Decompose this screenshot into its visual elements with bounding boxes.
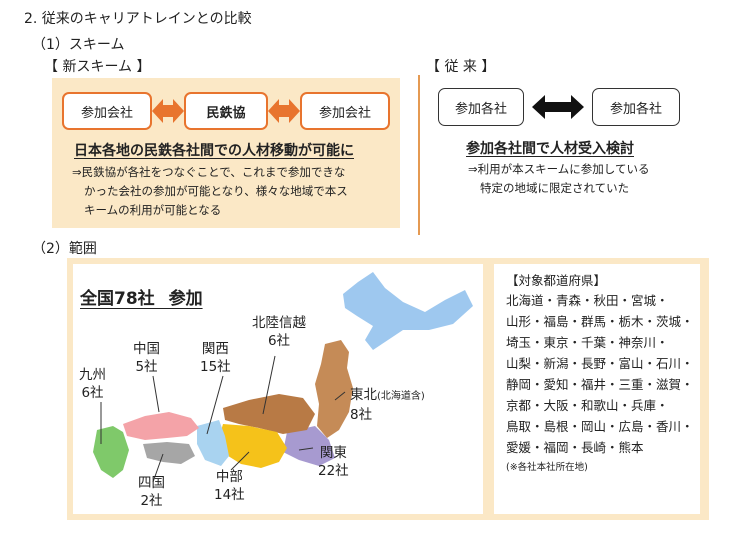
mintetsukyo-box: 民鉄協	[184, 92, 268, 130]
region-label-tohoku: 東北(北海道含) 8社	[350, 387, 425, 423]
japan-map	[93, 272, 473, 483]
prefecture-list-box: 【対象都道府県】 北海道・青森・秋田・宮城・ 山形・福島・群馬・栃木・茨城・ 埼…	[494, 264, 700, 514]
new-scheme-body-2: かった会社の参加が可能となり、様々な地域で本ス	[84, 184, 348, 198]
prefecture-line: 静岡・愛知・福井・三重・滋賀・	[506, 377, 694, 392]
callout-line	[298, 447, 314, 451]
prefecture-line: 愛媛・福岡・長崎・熊本	[506, 440, 644, 455]
map-region-tohoku	[315, 340, 353, 438]
participant-box-left: 参加会社	[62, 92, 152, 130]
prefecture-line: 埼玉・東京・千葉・神奈川・	[506, 335, 669, 350]
section-scheme-title: （1）スキーム	[32, 37, 125, 53]
map-region-kanto	[283, 426, 335, 466]
prefecture-line: 山形・福島・群馬・栃木・茨城・	[506, 314, 694, 329]
callout-line	[230, 451, 250, 471]
new-scheme-body-3: キームの利用が可能となる	[84, 203, 222, 217]
map-region-kyushu	[93, 426, 129, 478]
participant-box-right: 参加各社	[592, 88, 680, 126]
old-scheme-heading: 参加各社間で人材受入検討	[466, 141, 634, 157]
japan-map-area	[73, 264, 483, 514]
prefecture-line: 山梨・新潟・長野・富山・石川・	[506, 356, 694, 371]
new-scheme-panel: 参加会社 民鉄協 参加会社 日本各地の民鉄各社間での人材移動が可能に ⇒民鉄協が…	[52, 78, 400, 228]
double-arrow-icon	[152, 99, 184, 123]
old-scheme-body-1: ⇒利用が本スキームに参加している	[468, 162, 650, 176]
callout-line	[206, 375, 224, 435]
map-region-chugoku	[123, 412, 199, 440]
map-region-shikoku	[143, 442, 195, 464]
prefecture-note: (※各社本社所在地)	[506, 462, 588, 473]
section-scope-title: （2）範囲	[32, 241, 97, 257]
old-scheme-body-2: 特定の地域に限定されていた	[480, 181, 630, 195]
old-scheme-panel: 参加各社 参加各社 参加各社間で人材受入検討 ⇒利用が本スキームに参加している …	[432, 78, 712, 228]
prefecture-line: 京都・大阪・和歌山・兵庫・	[506, 398, 669, 413]
map-region-chubu	[219, 424, 287, 468]
prefecture-line: 鳥取・島根・岡山・広島・香川・	[506, 419, 694, 434]
map-region-hokuriku	[223, 394, 315, 434]
new-scheme-body-1: ⇒民鉄協が各社をつなぐことで、これまで参加できな	[72, 165, 346, 179]
double-arrow-icon	[532, 95, 584, 119]
callout-line	[334, 391, 346, 401]
callout-line	[262, 355, 276, 415]
map-region-kansai	[197, 420, 229, 466]
new-scheme-label: 【 新スキーム 】	[44, 59, 151, 75]
scope-headline: 全国78社 参加	[80, 289, 203, 309]
participant-box-right: 参加会社	[300, 92, 390, 130]
participant-box-left: 参加各社	[438, 88, 524, 126]
callout-line	[152, 375, 160, 413]
new-scheme-heading: 日本各地の民鉄各社間での人材移動が可能に	[74, 143, 354, 159]
page-title: 2. 従来のキャリアトレインとの比較	[24, 11, 252, 27]
double-arrow-icon	[268, 99, 300, 123]
prefecture-list-title: 【対象都道府県】	[506, 273, 607, 288]
map-region-hokkaido	[343, 272, 473, 350]
old-scheme-label: 【 従 来 】	[426, 59, 496, 75]
prefecture-line: 北海道・青森・秋田・宮城・	[506, 293, 669, 308]
section-divider	[418, 75, 420, 235]
callout-line	[152, 453, 164, 483]
